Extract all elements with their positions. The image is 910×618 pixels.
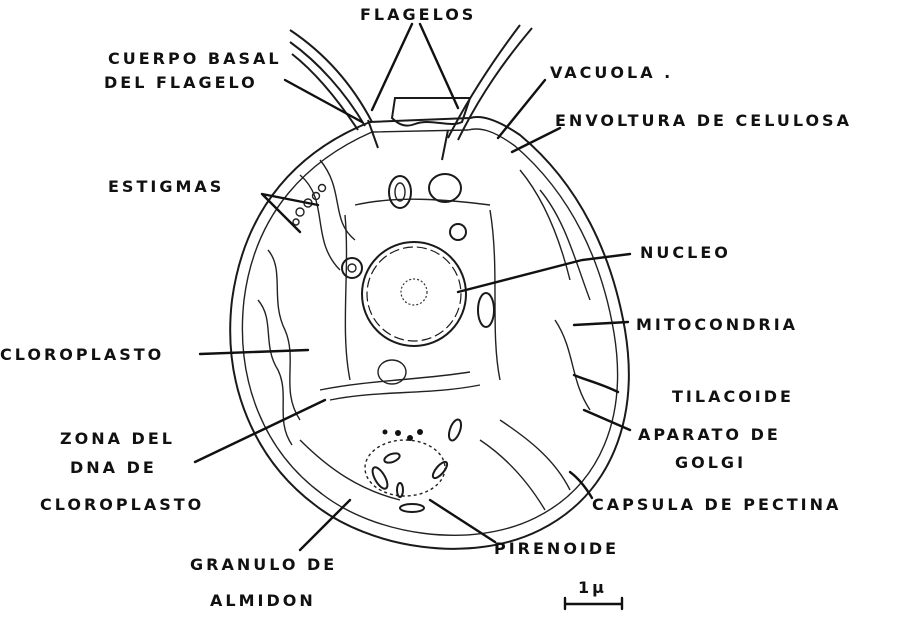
label-aparato-1: APARATO DE [638, 425, 781, 444]
label-aparato-2: GOLGI [675, 453, 746, 472]
label-capsula: CAPSULA DE PECTINA [592, 495, 841, 514]
pyrenoid [365, 418, 463, 512]
label-granulo-2: ALMIDON [210, 591, 316, 610]
label-envoltura: ENVOLTURA DE CELULOSA [555, 111, 852, 130]
label-cuerpo-basal-1: CUERPO BASAL [108, 49, 282, 68]
flagellum-left [290, 30, 372, 130]
label-cuerpo-basal-2: DEL FLAGELO [104, 73, 258, 92]
label-pirenoide: PIRENOIDE [494, 539, 619, 558]
scale-label: 1μ [578, 578, 607, 597]
leader-lines [195, 24, 630, 550]
label-zona-1: ZONA DEL [60, 429, 175, 448]
label-nucleo: NUCLEO [640, 243, 731, 262]
label-estigmas: ESTIGMAS [108, 177, 224, 196]
label-vacuola: VACUOLA . [550, 63, 673, 82]
label-flagelos: FLAGELOS [360, 5, 476, 24]
nucleus [362, 242, 466, 346]
label-zona-2: DNA DE [70, 458, 157, 477]
stigma-granules [293, 185, 326, 226]
chloroplast-folds [258, 160, 590, 510]
label-zona-3: CLOROPLASTO [40, 495, 204, 514]
label-cloroplasto: CLOROPLASTO [0, 345, 164, 364]
scale-bar: 1μ [565, 578, 622, 609]
label-mitocondria: MITOCONDRIA [636, 315, 798, 334]
label-granulo-1: GRANULO DE [190, 555, 337, 574]
label-tilacoide: TILACOIDE [672, 387, 794, 406]
